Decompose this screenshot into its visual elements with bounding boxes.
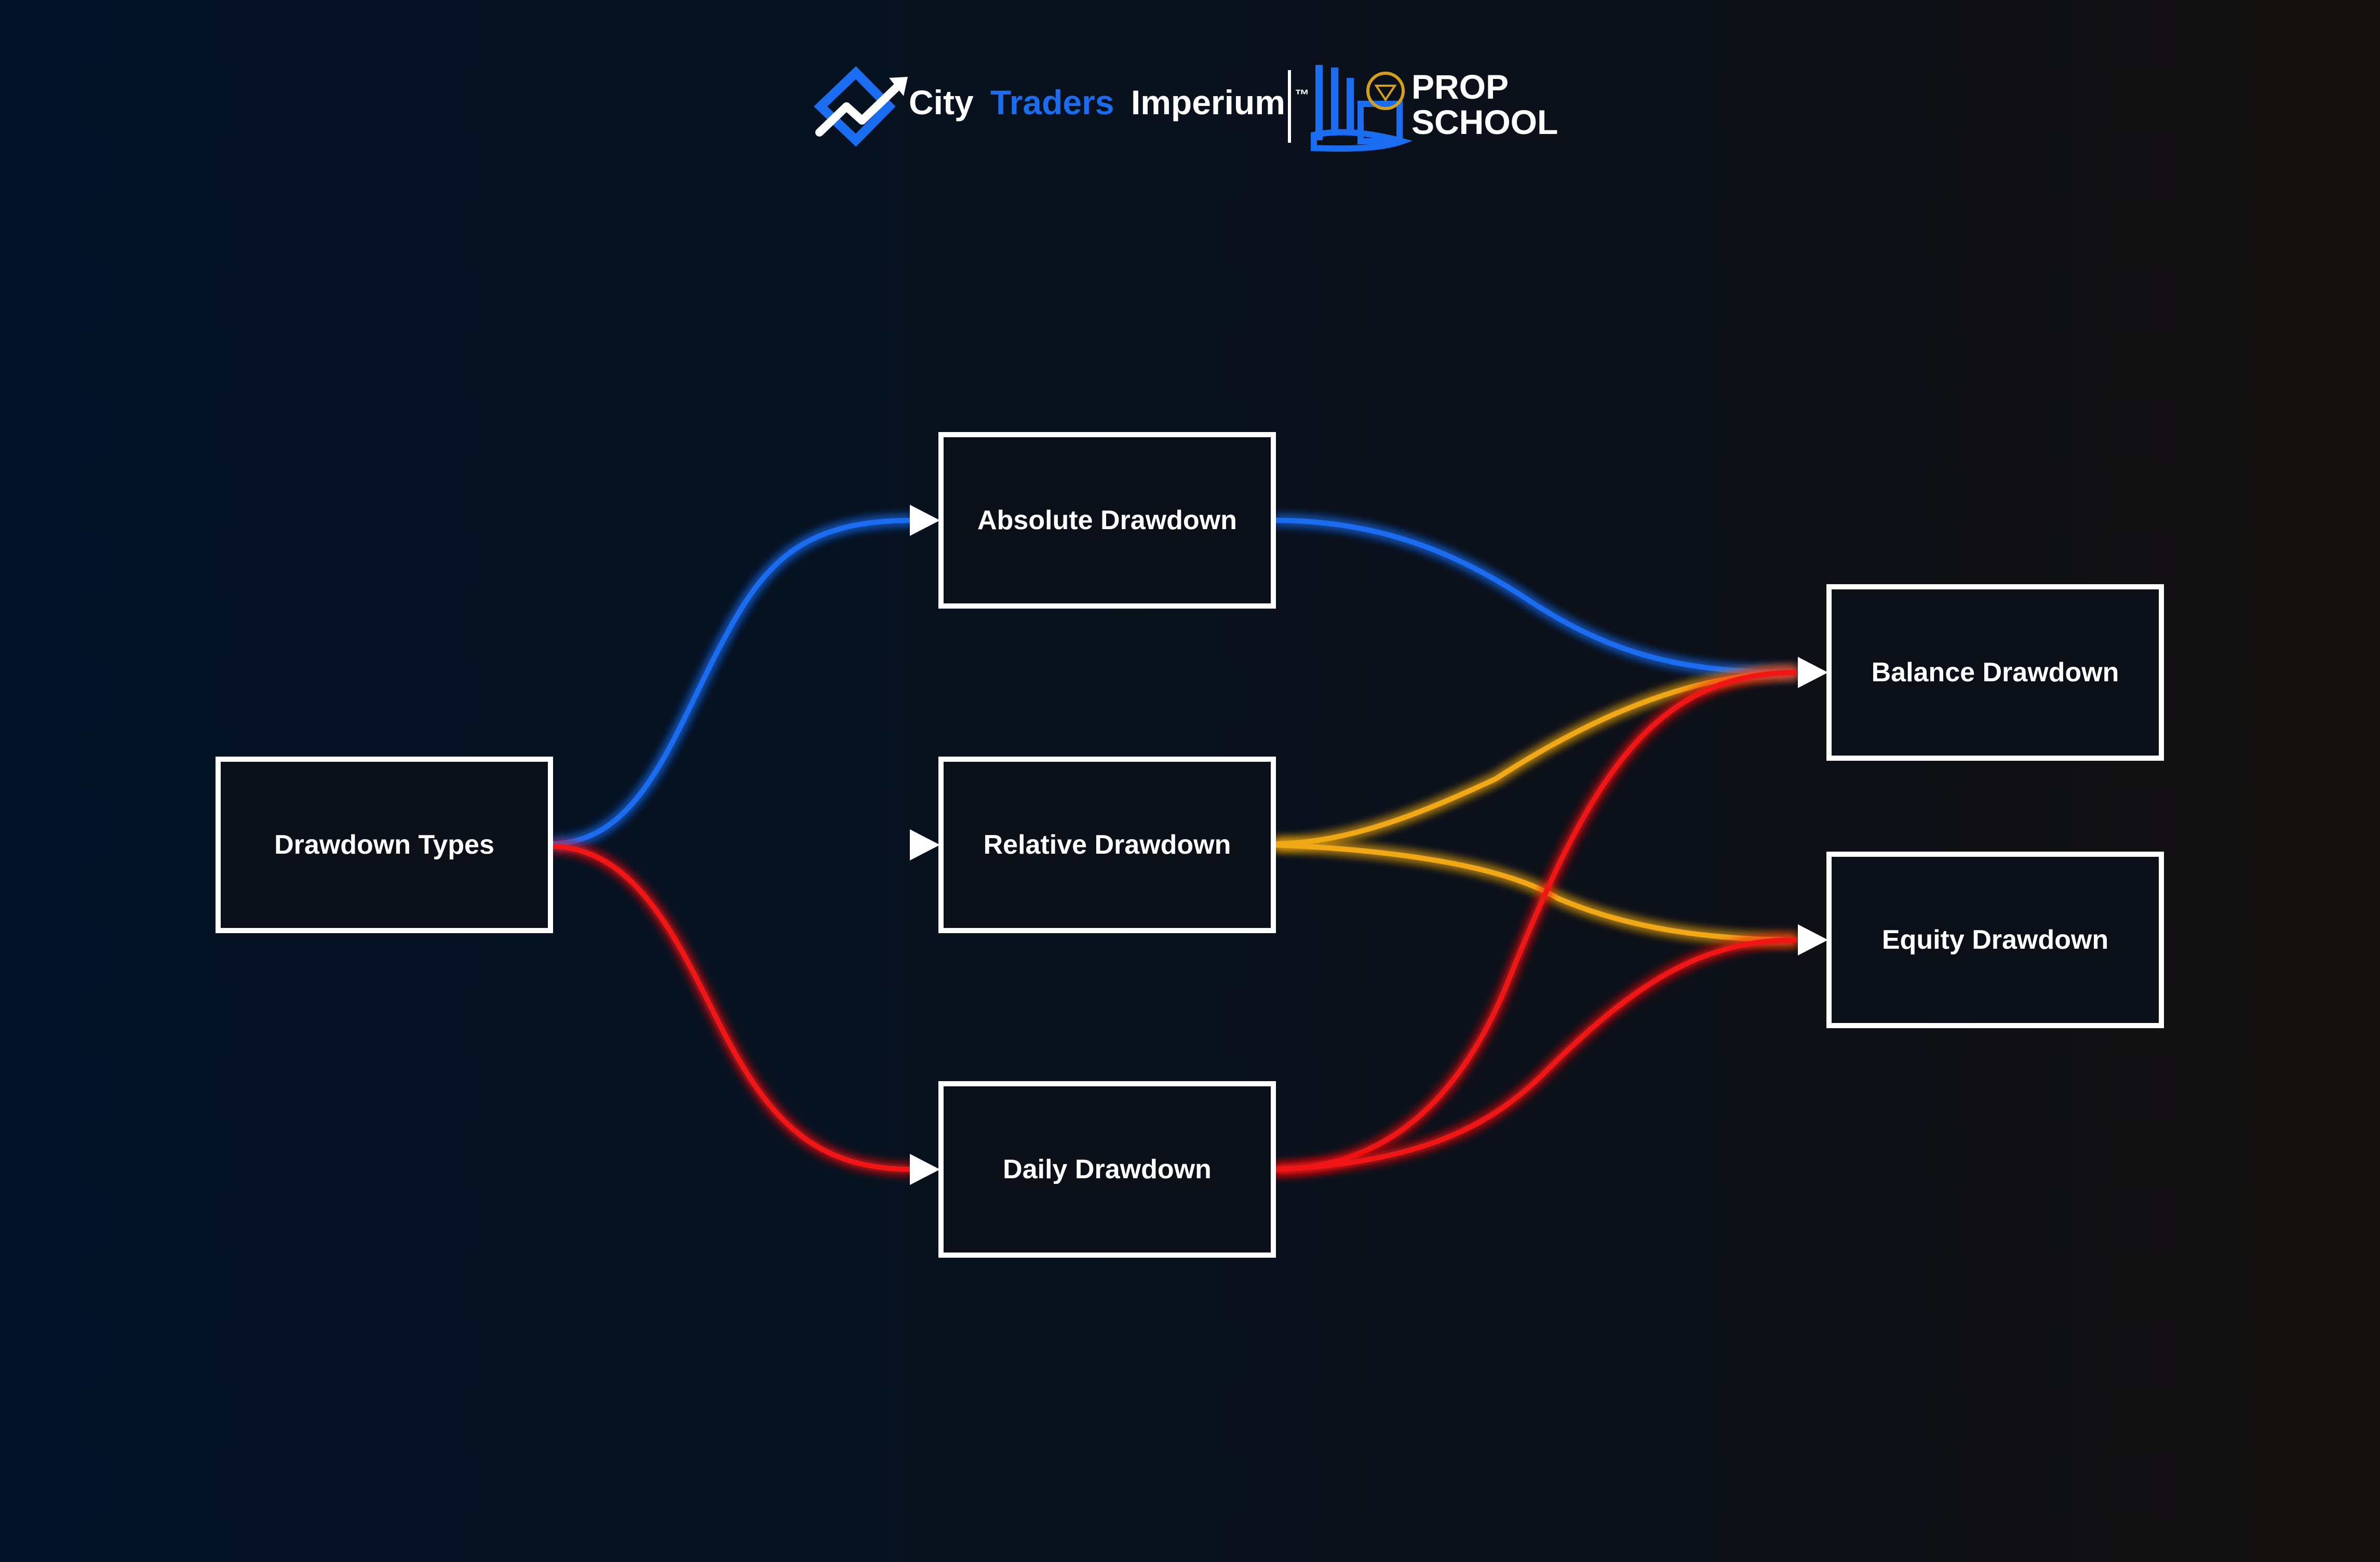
node-drawdown-types: Drawdown Types [216,757,553,933]
school-text: SCHOOL [1411,103,1558,141]
edge-root-absolute [550,518,915,846]
arrowhead-daily [910,1154,940,1185]
header-logo: City Traders Imperium ™ PROP SCHOOL [813,65,1558,152]
node-label: Relative Drawdown [984,830,1231,860]
prop-text: PROP [1411,68,1509,106]
brand-imperium: Imperium [1131,83,1285,122]
brand-trademark: ™ [1295,87,1309,103]
node-balance-drawdown: Balance Drawdown [1826,584,2164,761]
node-absolute-drawdown: Absolute Drawdown [938,432,1276,609]
node-label: Daily Drawdown [1003,1154,1212,1184]
arrowhead-balance [1798,657,1828,688]
node-label: Absolute Drawdown [977,505,1237,535]
edge-relative-equity [1273,842,1797,942]
edge-absolute-balance [1273,518,1797,675]
connectors [550,518,1797,1172]
arrowhead-relative [910,829,940,860]
node-label: Drawdown Types [274,830,494,860]
arrowhead-equity [1798,924,1828,955]
node-relative-drawdown: Relative Drawdown [938,757,1276,933]
arrowhead-absolute [910,505,940,536]
prop-school-book-icon [1311,65,1413,152]
node-label: Equity Drawdown [1882,925,2108,955]
edge-daily-equity [1273,937,1797,1172]
edge-relative-balance [1273,670,1797,846]
edge-daily-balance [1273,670,1797,1172]
edge-root-daily [550,844,915,1172]
node-daily-drawdown: Daily Drawdown [938,1081,1276,1258]
brand-name: City Traders Imperium ™ [909,83,1309,122]
logo-divider [1288,70,1291,143]
brand-traders: Traders [990,83,1114,122]
arrowheads [910,505,1828,1185]
brand-city: City [909,83,974,122]
cti-logo-icon [813,66,908,147]
node-label: Balance Drawdown [1872,657,2119,688]
node-equity-drawdown: Equity Drawdown [1826,852,2164,1028]
